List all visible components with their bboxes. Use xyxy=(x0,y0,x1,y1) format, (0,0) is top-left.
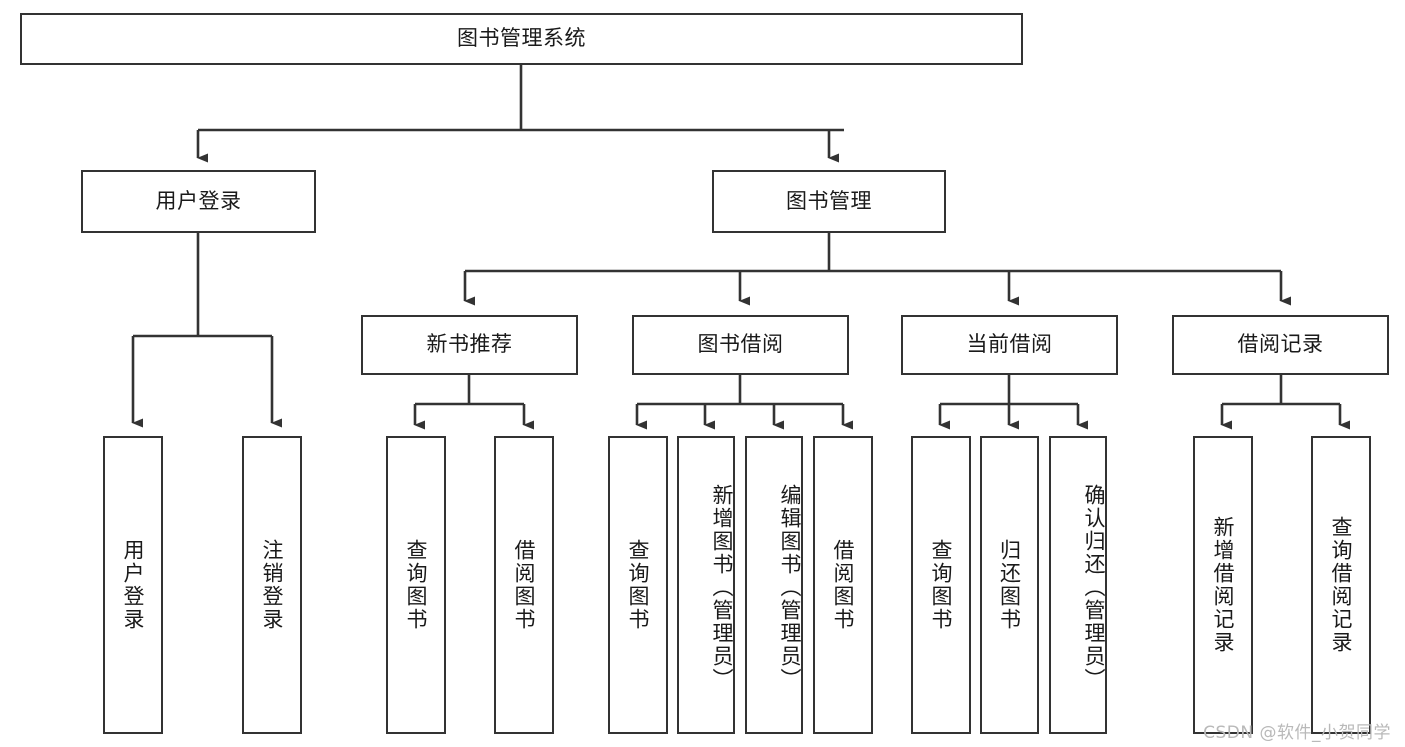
node-borrow-record[interactable]: 借阅记录 xyxy=(1172,315,1389,375)
node-user-login[interactable]: 用户登录 xyxy=(81,170,316,233)
leaf-user-login[interactable]: 用户登录 xyxy=(103,436,163,734)
leaf-logout-login[interactable]: 注销登录 xyxy=(242,436,302,734)
node-current-borrow[interactable]: 当前借阅 xyxy=(901,315,1118,375)
leaf-borrow-book-borrow[interactable]: 借阅图书 xyxy=(813,436,873,734)
leaf-edit-book-admin[interactable]: 编辑图书（管理员） xyxy=(745,436,803,734)
leaf-add-book-admin[interactable]: 新增图书（管理员） xyxy=(677,436,735,734)
leaf-confirm-return-admin[interactable]: 确认归还（管理员） xyxy=(1049,436,1107,734)
edges-borrowrecord-to-leaves xyxy=(1220,375,1350,430)
node-root-book-management-system[interactable]: 图书管理系统 xyxy=(20,13,1023,65)
leaf-query-book-recommend[interactable]: 查询图书 xyxy=(386,436,446,734)
leaf-borrow-book-recommend[interactable]: 借阅图书 xyxy=(494,436,554,734)
node-new-book-recommend[interactable]: 新书推荐 xyxy=(361,315,578,375)
edges-currentborrow-to-leaves xyxy=(938,375,1088,430)
leaf-return-book[interactable]: 归还图书 xyxy=(980,436,1039,734)
node-book-borrow[interactable]: 图书借阅 xyxy=(632,315,849,375)
edges-newbook-to-leaves xyxy=(413,375,534,430)
leaf-query-book-borrow[interactable]: 查询图书 xyxy=(608,436,668,734)
edges-root-to-level2 xyxy=(196,65,844,163)
edges-bookmanage-to-level3 xyxy=(463,233,1291,306)
edges-userlogin-to-leaves xyxy=(131,233,282,428)
leaf-query-book-current[interactable]: 查询图书 xyxy=(911,436,971,734)
node-book-management[interactable]: 图书管理 xyxy=(712,170,946,233)
leaf-query-borrow-record[interactable]: 查询借阅记录 xyxy=(1311,436,1371,734)
leaf-add-borrow-record[interactable]: 新增借阅记录 xyxy=(1193,436,1253,734)
edges-bookborrow-to-leaves xyxy=(635,375,853,430)
